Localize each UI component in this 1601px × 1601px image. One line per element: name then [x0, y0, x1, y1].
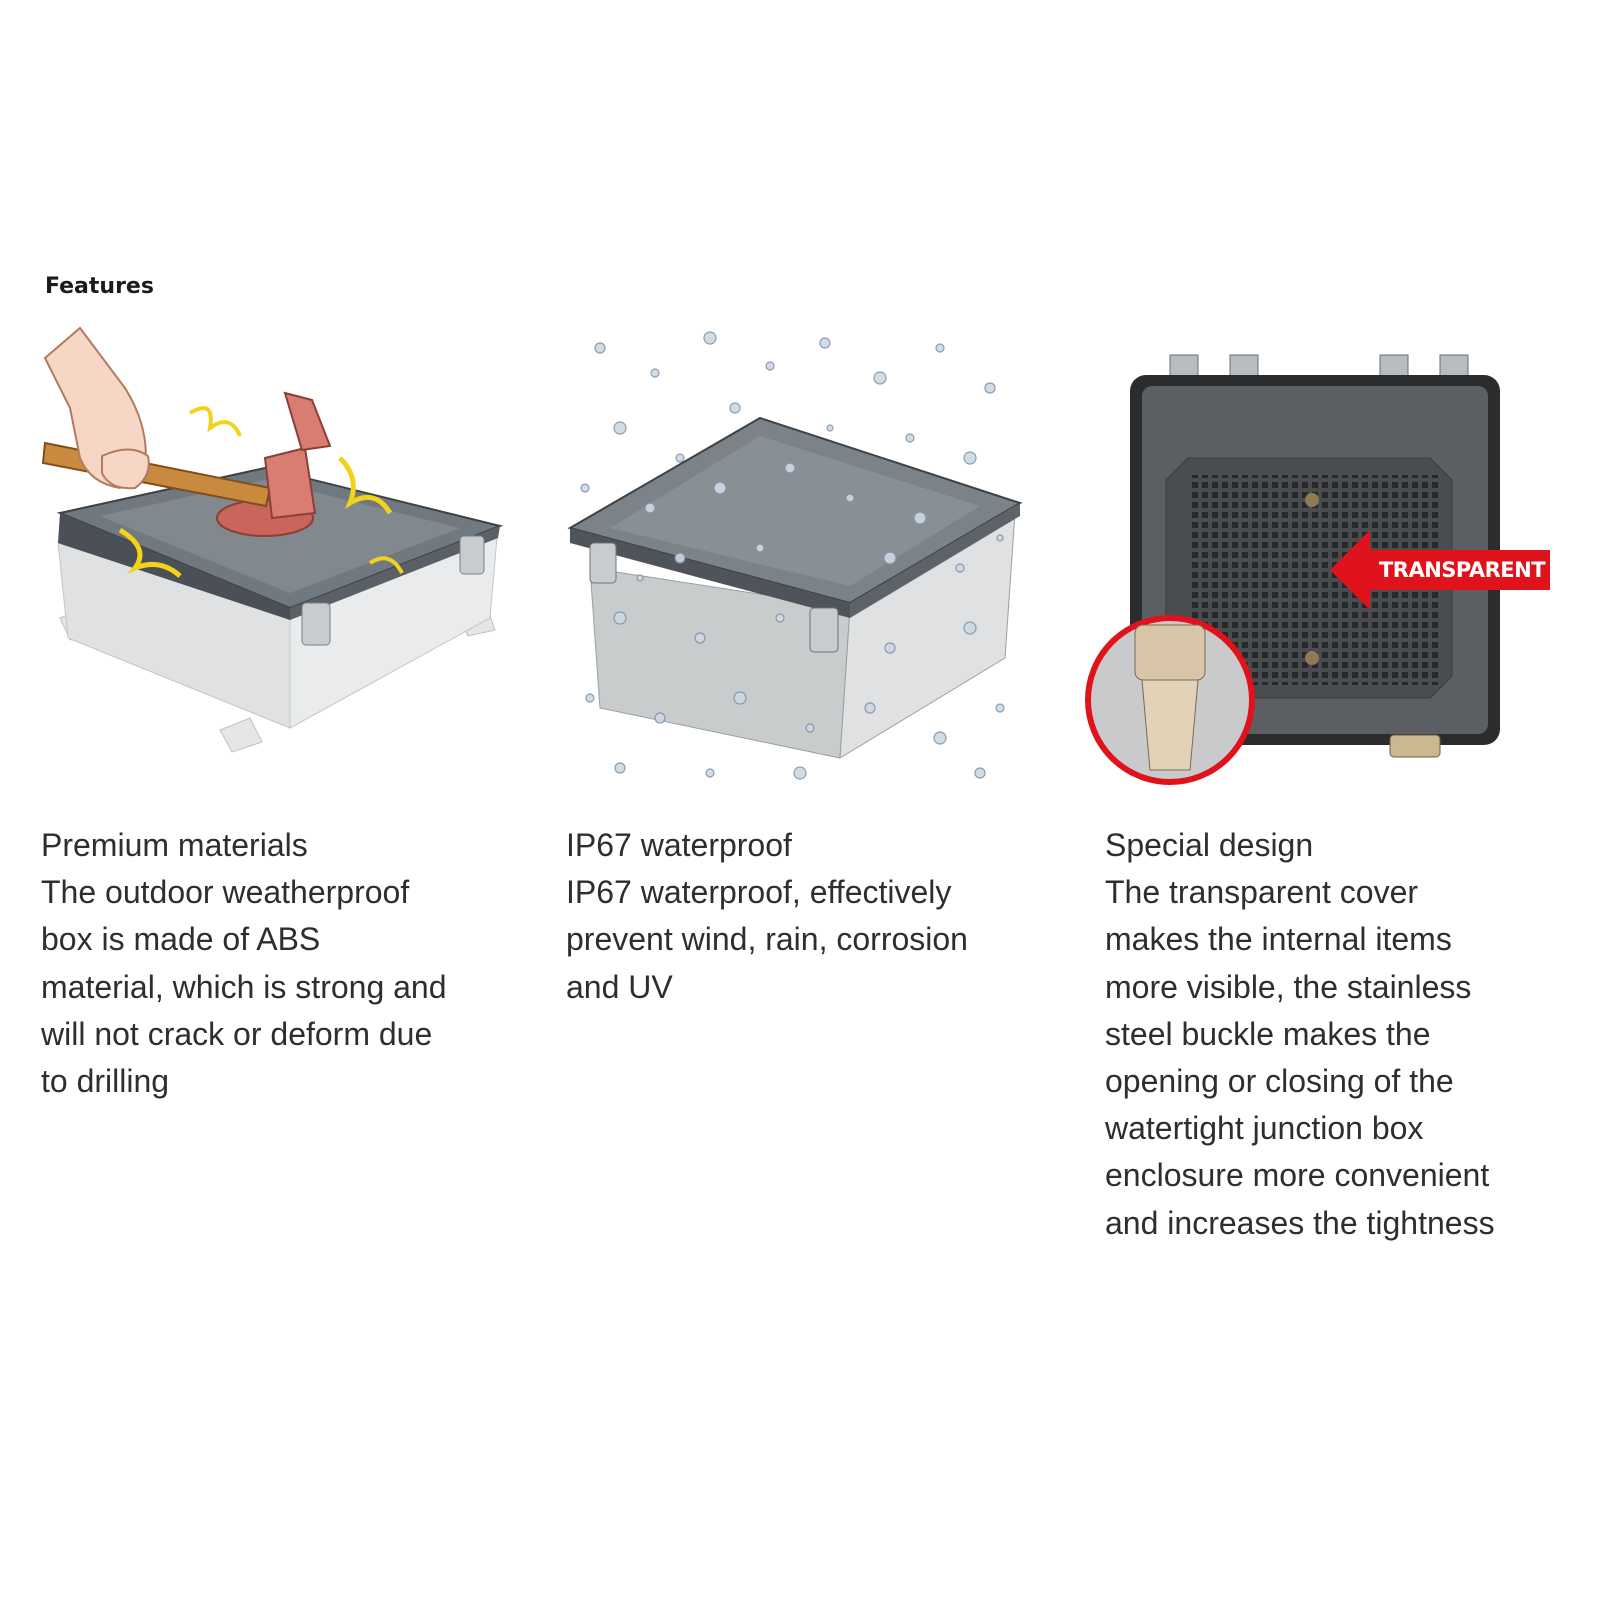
special-design-image: TRANSPARENT — [1080, 340, 1570, 800]
feature-line: The transparent cover — [1105, 874, 1419, 911]
feature-line: watertight junction box — [1105, 1110, 1424, 1147]
feature-title: Special design — [1105, 827, 1314, 863]
feature-line: and UV — [566, 968, 673, 1005]
transparent-cover-box-icon — [1085, 354, 1550, 785]
features-heading: Features — [45, 274, 154, 299]
premium-materials-image — [40, 318, 510, 763]
waterproof-caption: IP67 waterproof IP67 waterproof, effecti… — [566, 822, 968, 1011]
feature-title: IP67 waterproof — [566, 827, 792, 863]
feature-line: prevent wind, rain, corrosion — [566, 921, 968, 958]
feature-line: more visible, the stainless — [1105, 968, 1472, 1005]
feature-line: to drilling — [41, 1063, 170, 1100]
hammer-on-box-icon — [41, 326, 504, 753]
feature-line: The outdoor weatherproof — [41, 874, 410, 911]
feature-line: will not crack or deform due — [41, 1015, 433, 1052]
feature-line: enclosure more convenient — [1105, 1157, 1490, 1194]
premium-materials-caption: Premium materials The outdoor weatherpro… — [41, 822, 447, 1105]
feature-line: IP67 waterproof, effectively — [566, 874, 952, 911]
feature-line: material, which is strong and — [41, 968, 447, 1005]
feature-line: steel buckle makes the — [1105, 1015, 1431, 1052]
water-droplets-box-icon — [567, 331, 1023, 780]
special-design-caption: Special design The transparent cover mak… — [1105, 822, 1495, 1247]
feature-title: Premium materials — [41, 827, 308, 863]
feature-line: makes the internal items — [1105, 921, 1452, 958]
transparent-badge-label: TRANSPARENT — [1378, 558, 1546, 582]
feature-line: opening or closing of the — [1105, 1063, 1454, 1100]
feature-line: box is made of ABS — [41, 921, 321, 958]
waterproof-image — [560, 318, 1030, 788]
feature-line: and increases the tightness — [1105, 1204, 1495, 1241]
